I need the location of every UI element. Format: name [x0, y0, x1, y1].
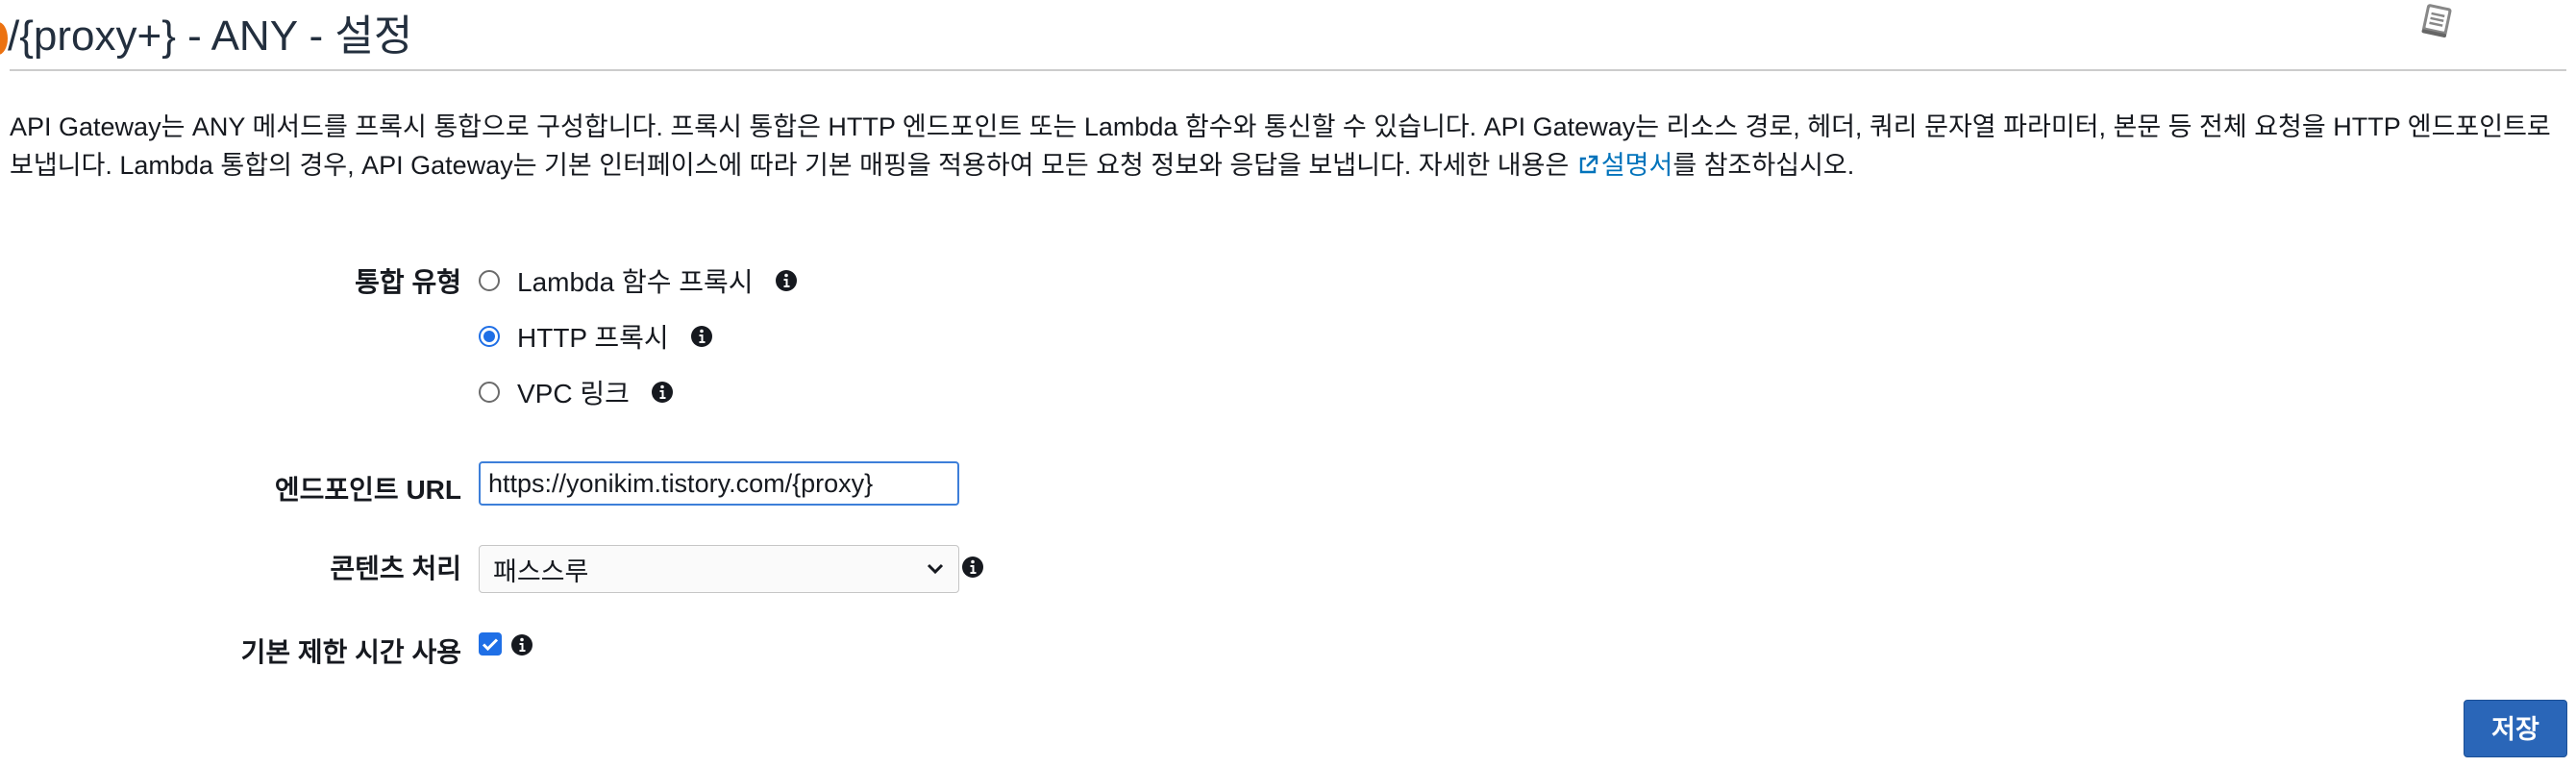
title-divider: [10, 69, 2566, 71]
info-icon[interactable]: [775, 269, 798, 292]
documentation-link-text: 설명서: [1600, 151, 1673, 180]
description-text-end: 를 참조하십시오.: [1672, 151, 1855, 180]
radio-option-vpc-link[interactable]: VPC 링크: [479, 373, 674, 411]
lambda-proxy-radio[interactable]: [479, 270, 500, 291]
vpc-link-radio[interactable]: [479, 382, 500, 403]
page-title: /{proxy+} - ANY - 설정: [8, 12, 413, 60]
radio-option-lambda-proxy[interactable]: Lambda 함수 프록시: [479, 261, 798, 300]
chevron-down-icon: [927, 563, 944, 575]
http-proxy-radio[interactable]: [479, 326, 500, 347]
default-timeout-label: 기본 제한 시간 사용: [240, 637, 461, 667]
description: API Gateway는 ANY 메서드를 프록시 통합으로 구성합니다. 프록…: [10, 108, 2566, 185]
book-icon[interactable]: [2413, 0, 2461, 42]
radio-option-http-proxy[interactable]: HTTP 프록시: [479, 317, 713, 356]
lambda-proxy-label: Lambda 함수 프록시: [517, 267, 754, 297]
info-icon[interactable]: [690, 325, 713, 348]
content-handling-value: 패스스루: [493, 557, 589, 586]
info-icon[interactable]: [510, 633, 533, 656]
integration-type-label: 통합 유형: [355, 267, 461, 297]
documentation-link[interactable]: 설명서: [1576, 151, 1673, 180]
external-link-icon: [1579, 155, 1598, 174]
default-timeout-checkbox[interactable]: [479, 632, 502, 656]
content-handling-select[interactable]: 패스스루: [479, 545, 959, 593]
vpc-link-label: VPC 링크: [517, 379, 630, 408]
info-icon[interactable]: [651, 381, 674, 404]
save-button[interactable]: 저장: [2464, 700, 2567, 757]
description-text: API Gateway는 ANY 메서드를 프록시 통합으로 구성합니다. 프록…: [10, 112, 2551, 180]
info-icon[interactable]: [961, 556, 984, 579]
endpoint-url-label: 엔드포인트 URL: [274, 475, 461, 505]
endpoint-url-input[interactable]: [479, 461, 959, 506]
http-proxy-label: HTTP 프록시: [517, 323, 669, 353]
status-dot: [0, 22, 8, 55]
content-handling-label: 콘텐츠 처리: [330, 554, 461, 583]
checkmark-icon: [482, 638, 499, 652]
